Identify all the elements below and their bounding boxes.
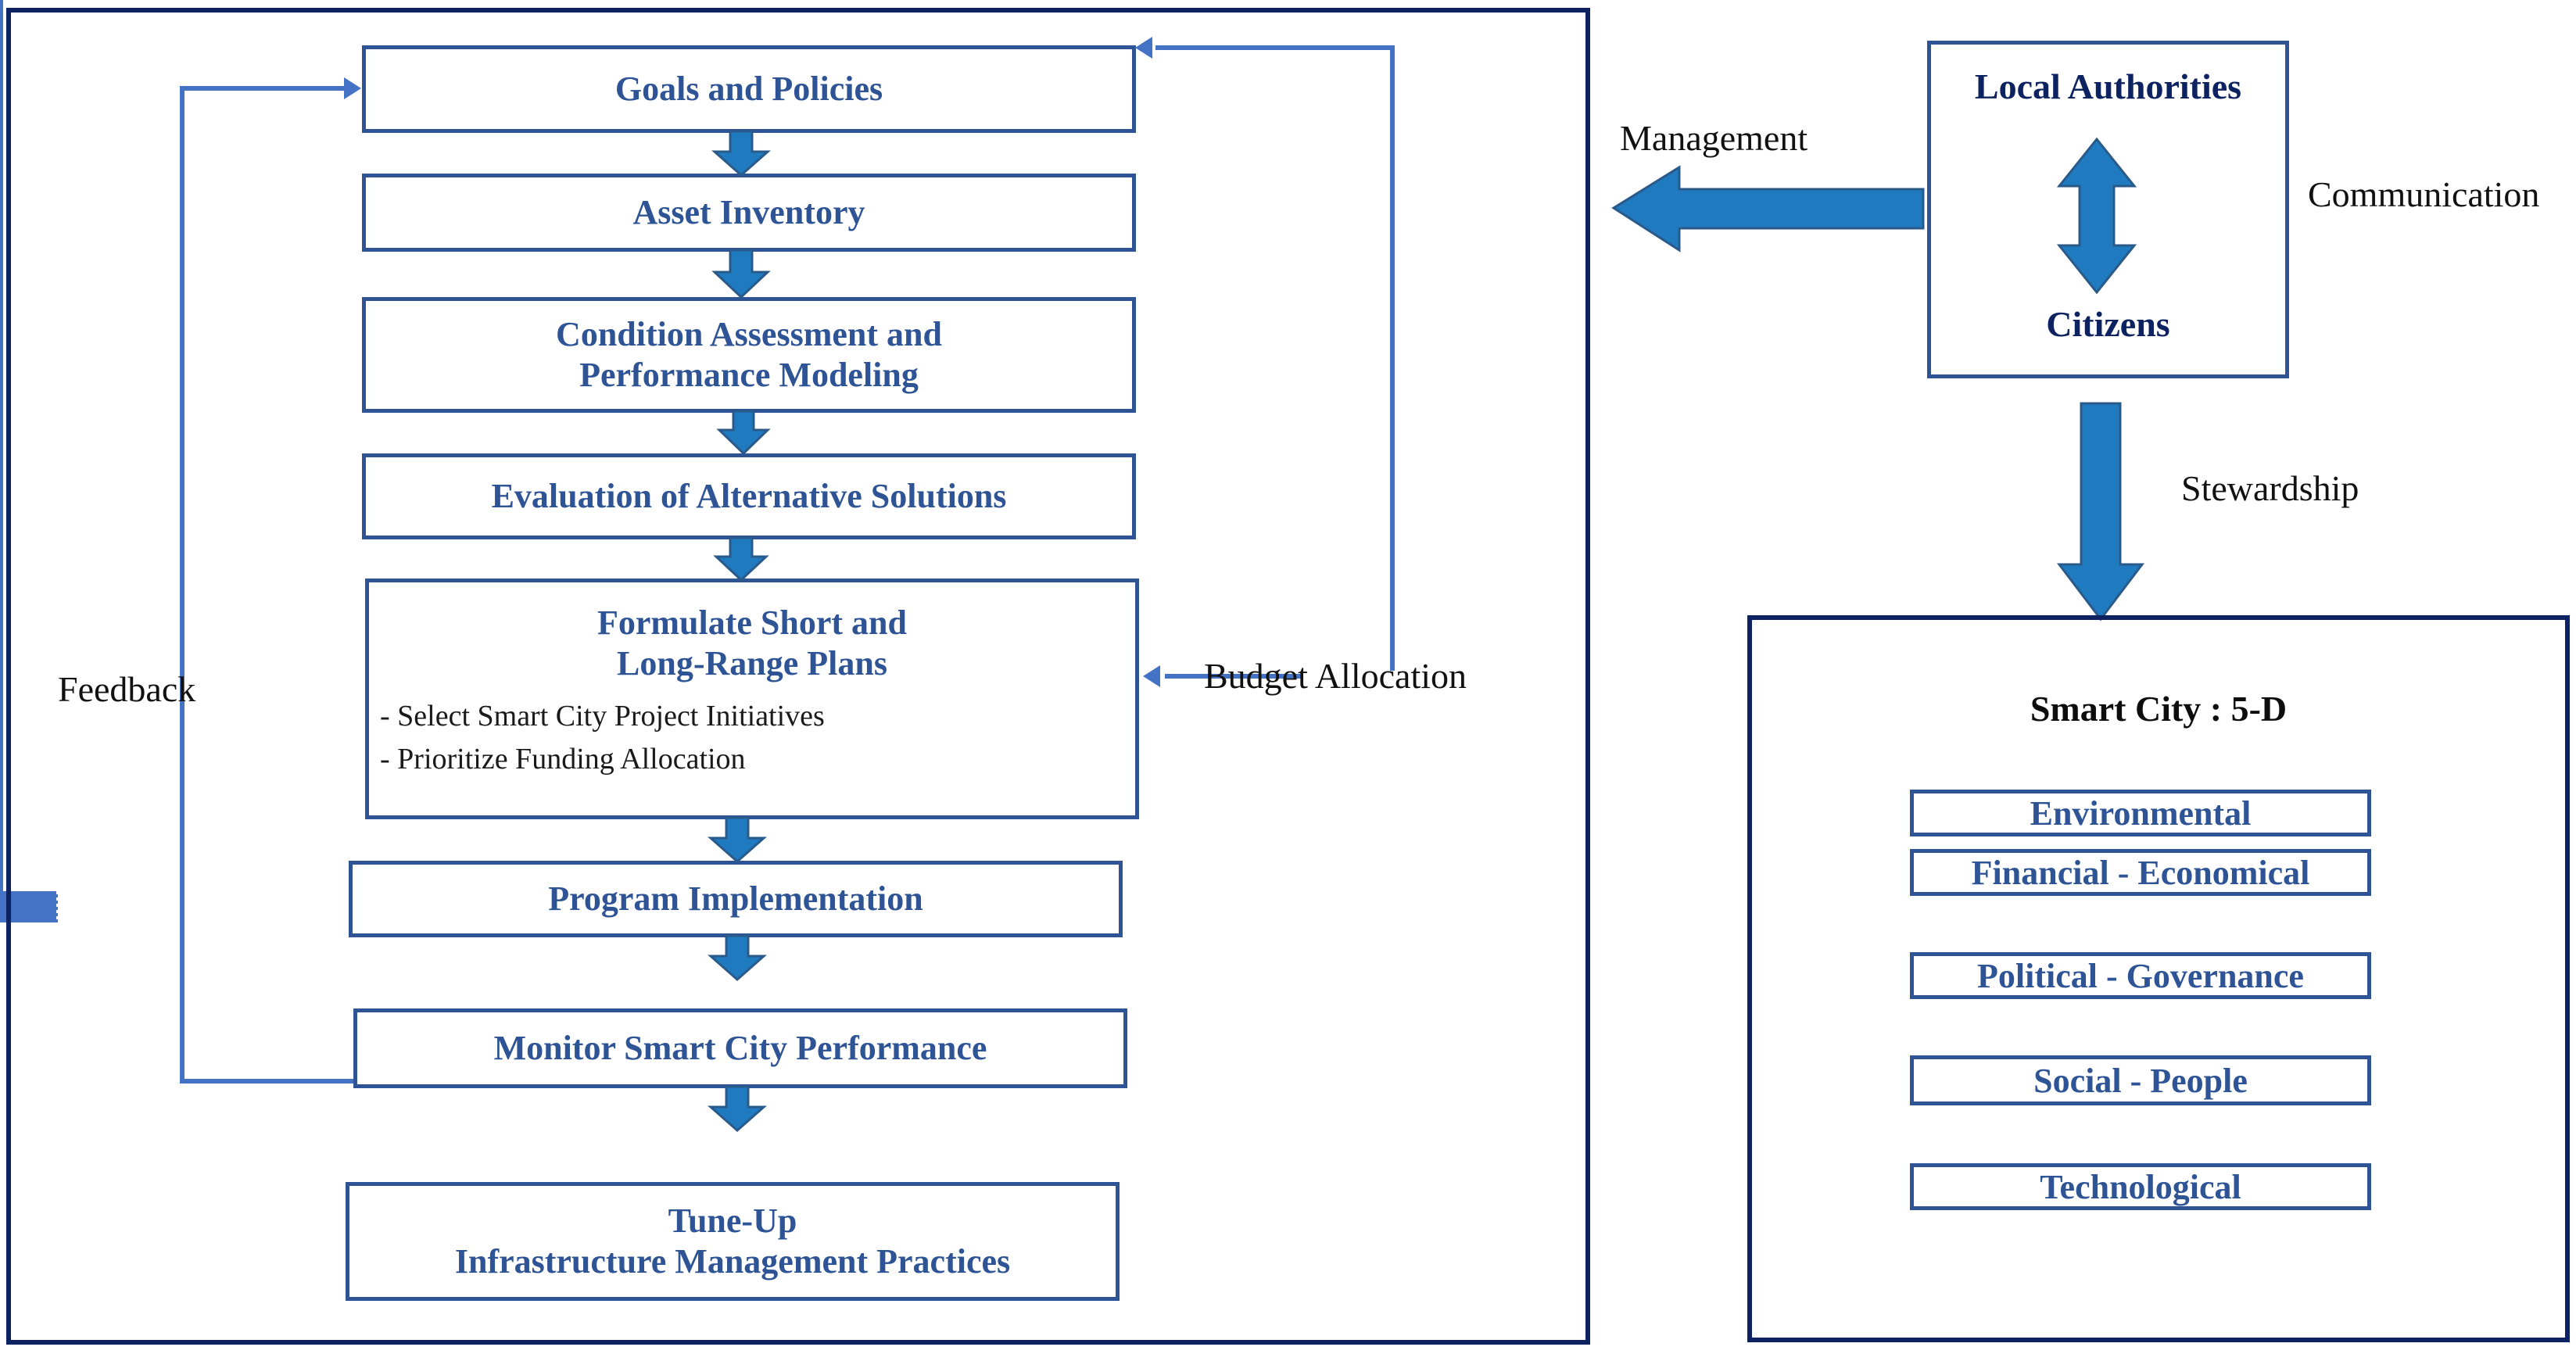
flow-arrow-evaluation-to-formulate-icon [713,536,769,582]
budget-line-top [1155,45,1395,50]
dimension-label: Environmental [2030,793,2252,833]
dimension-connector-right-2 [0,901,58,904]
flow-arrow-goals-to-asset-icon [711,130,771,177]
dimension-label: Political - Governance [1977,956,2304,995]
asset-management-process-panel [6,8,1590,1345]
budget-line-vertical [1390,45,1395,671]
stewardship-label: Stewardship [2181,468,2359,508]
budget-allocation-label: Budget Allocation [1204,656,1467,696]
feedback-arrowhead-icon [344,77,361,99]
process-box-monitor-performance: Monitor Smart City Performance [353,1008,1127,1088]
dimension-box-social-people: Social - People [1910,1055,2371,1105]
smart-city-5d-panel [1747,615,2570,1342]
budget-arrowhead-formulate-icon [1143,665,1160,687]
flow-arrow-program-to-monitor-icon [708,934,767,982]
process-title: Evaluation of Alternative Solutions [491,477,1007,516]
process-title: Goals and Policies [614,70,883,109]
dimension-connector-left-4 [0,910,56,913]
flow-arrow-condition-to-evaluation-icon [716,410,771,456]
process-title-line1: Tune-Up [668,1202,797,1241]
dimension-label: Social - People [2033,1061,2248,1100]
flow-arrow-monitor-to-tuneup-icon [708,1085,767,1133]
process-title-line2: Performance Modeling [579,356,919,394]
process-title: Program Implementation [548,879,923,919]
feedback-label: Feedback [58,669,196,709]
management-label: Management [1620,118,1808,158]
citizens-label: Citizens [2046,304,2170,344]
process-bullet-1: - Select Smart City Project Initiatives [380,699,825,733]
dimension-bracket-left-spine [0,0,3,446]
budget-line-into-formulate [1165,674,1302,679]
dimension-connector-left-5 [0,916,56,919]
feedback-line-vertical [180,86,185,1084]
process-bullet-2: - Prioritize Funding Allocation [380,742,746,776]
process-box-program-implementation: Program Implementation [349,861,1123,937]
flow-arrow-asset-to-condition-icon [711,249,771,299]
process-title-line1: Condition Assessment and [556,315,942,354]
budget-arrowhead-top-icon [1135,37,1152,59]
dimension-connector-left-3 [0,904,56,907]
process-title: Asset Inventory [632,193,865,232]
dimension-connector-right-4 [0,913,58,916]
feedback-line-bottom [180,1079,356,1084]
process-box-tune-up-practices: Tune-Up Infrastructure Management Practi… [346,1182,1120,1301]
dimension-label: Financial - Economical [1971,853,2310,892]
dimension-box-political-governance: Political - Governance [1910,952,2371,999]
smart-city-title: Smart City : 5-D [2030,689,2288,729]
dimension-connector-left-2 [0,897,56,901]
process-box-asset-inventory: Asset Inventory [362,174,1136,252]
dimension-connector-right-5 [0,919,58,922]
dimension-box-environmental: Environmental [1910,790,2371,836]
dimension-connector-right-3 [0,907,58,910]
communication-label: Communication [2308,174,2540,214]
process-box-formulate-plans: Formulate Short and Long-Range Plans - S… [365,578,1139,819]
stewardship-arrow-icon [2056,402,2145,621]
flow-arrow-formulate-to-program-icon [708,816,767,864]
process-box-goals-and-policies: Goals and Policies [362,45,1136,133]
dimension-bracket-right-spine [0,446,3,891]
feedback-line-top [180,86,349,91]
communication-double-arrow-icon [2056,137,2137,295]
process-title-line1: Formulate Short and [597,604,907,642]
process-box-condition-assessment: Condition Assessment and Performance Mod… [362,297,1136,413]
dimension-connector-left-1 [0,891,56,894]
local-authorities-label: Local Authorities [1974,66,2242,106]
dimension-label: Technological [2040,1167,2241,1206]
process-title-line2: Infrastructure Management Practices [454,1242,1011,1281]
process-title-line2: Long-Range Plans [617,643,887,682]
dimension-connector-right-1 [0,894,58,897]
management-arrow-icon [1611,165,1925,253]
dimension-box-technological: Technological [1910,1163,2371,1210]
dimension-box-financial-economical: Financial - Economical [1910,849,2371,896]
process-box-evaluation-alternatives: Evaluation of Alternative Solutions [362,453,1136,539]
process-title: Monitor Smart City Performance [493,1029,987,1068]
